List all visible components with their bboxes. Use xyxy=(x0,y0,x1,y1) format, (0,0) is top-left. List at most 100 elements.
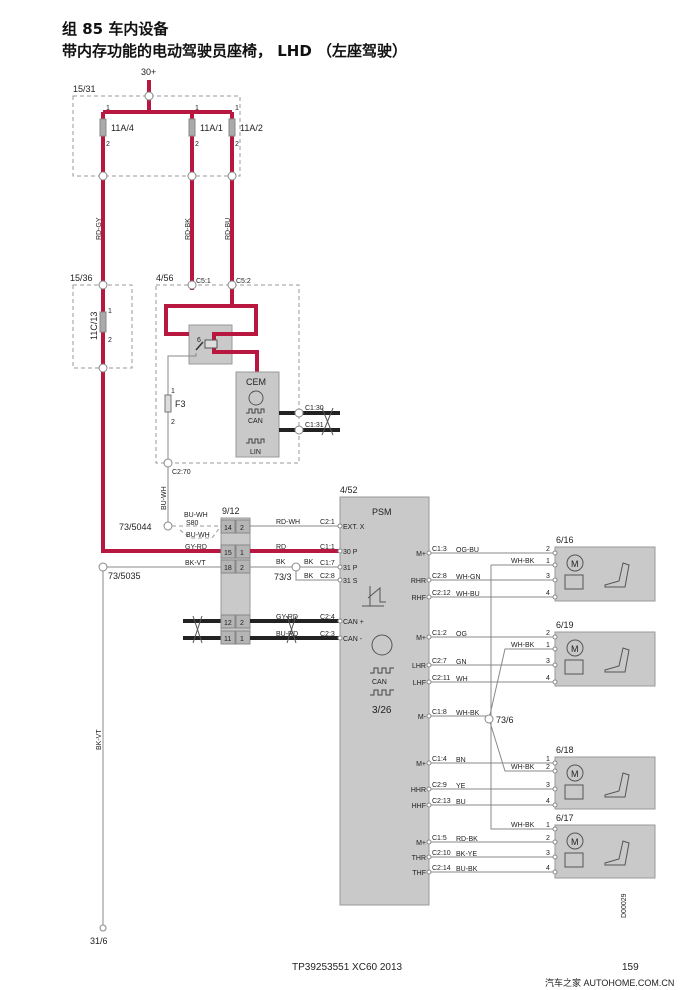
document-id: D00029 xyxy=(621,893,628,918)
connector-label: C1:31 xyxy=(305,422,324,429)
connector-point xyxy=(294,408,304,418)
psm-pin xyxy=(426,662,432,668)
motor-pin xyxy=(552,594,558,600)
connector-label: C1:8 xyxy=(432,709,447,716)
psm-pin-label: 31 P xyxy=(343,565,358,572)
supply-label: 30+ xyxy=(141,67,156,77)
connector-label: C5:2 xyxy=(236,278,251,285)
wire-label: WH-BK xyxy=(456,710,480,717)
motor-icon xyxy=(566,764,584,782)
can-bus-psm xyxy=(250,619,340,640)
motor-symbol: M xyxy=(571,644,579,654)
pin-label: 2 xyxy=(235,141,239,148)
hall-sensor-icon xyxy=(564,574,584,590)
wire-label: RD-BU xyxy=(225,218,232,240)
diagram-group-title: 组 85 车内设备 xyxy=(62,20,169,38)
psm-pin xyxy=(426,634,432,640)
terminal-cell xyxy=(220,544,236,559)
pin-label: 4 xyxy=(546,865,550,872)
optional-wire xyxy=(172,525,222,539)
wire-label: GY-RD xyxy=(276,614,298,621)
psm-pin xyxy=(426,594,432,600)
wire-label: WH-GN xyxy=(456,574,481,581)
psm-pin xyxy=(337,548,343,554)
motor-ref: 6/17 xyxy=(556,813,574,823)
wire-label: BU-WH xyxy=(184,512,208,519)
seat-motor-6-18 xyxy=(554,756,656,810)
psm-can-label: CAN xyxy=(372,679,387,686)
connector-point xyxy=(227,280,237,290)
fuse-icon xyxy=(99,118,107,137)
connector-point xyxy=(294,425,304,435)
pin-label: 1 xyxy=(195,105,199,112)
motor-symbol: M xyxy=(571,837,579,847)
fuse-f3-label: F3 xyxy=(175,399,186,409)
motor-pin xyxy=(552,550,558,556)
wire-label: RD-GY xyxy=(96,217,103,240)
psm-pin-label: 31 S xyxy=(343,578,358,585)
wire-label: YE xyxy=(456,783,466,790)
fuse-11c-13 xyxy=(99,311,107,333)
psm-pin-label: M+ xyxy=(416,551,426,558)
pin-label: 3 xyxy=(546,658,550,665)
psm-pin-label: CAN - xyxy=(343,636,363,643)
transistor-icon xyxy=(371,634,393,656)
wire-label: WH-BK xyxy=(511,558,535,565)
can-signal-icon xyxy=(246,408,265,414)
wire-label: OG-BU xyxy=(456,547,479,554)
wire-label: WH-BK xyxy=(511,822,535,829)
twisted-pair-icon xyxy=(192,615,203,644)
pin-label: 2 xyxy=(195,141,199,148)
wire-label: BK-VT xyxy=(185,560,206,567)
splice-73-3 xyxy=(291,562,301,572)
motor-pin xyxy=(552,768,558,774)
wire-label: BK xyxy=(304,573,314,580)
psm-pin xyxy=(337,635,343,641)
connector-label: C1:7 xyxy=(320,560,335,567)
terminal-pin: 14 xyxy=(224,525,232,532)
motor-pin xyxy=(552,786,558,792)
wire-label: BU-WH xyxy=(186,532,210,539)
cem-can-bus xyxy=(279,411,340,432)
terminal-pin: 11 xyxy=(224,636,231,643)
wire-label: S80 xyxy=(186,520,199,527)
connector-label: C2:4 xyxy=(320,614,335,621)
pin-label: 2 xyxy=(108,337,112,344)
splice-label: 73/5035 xyxy=(108,571,141,581)
hall-sensor-icon xyxy=(564,659,584,675)
psm-pin xyxy=(426,854,432,860)
motor-icon xyxy=(566,639,584,657)
motor-symbol: M xyxy=(571,559,579,569)
pin-label: 1 xyxy=(546,558,550,565)
pin-label: 2 xyxy=(546,630,550,637)
psm-pin-label: HHF xyxy=(412,803,426,810)
seat-icon xyxy=(604,647,630,673)
psm-pin xyxy=(337,618,343,624)
psm-pin xyxy=(337,523,343,529)
pin-label: 1 xyxy=(546,822,550,829)
psm-pin xyxy=(426,577,432,583)
wire-label: RD-WH xyxy=(276,519,300,526)
wire-label: WH-BU xyxy=(456,591,480,598)
psm-pin xyxy=(426,550,432,556)
splice-label: 73/3 xyxy=(274,572,292,582)
connector-label: C1:5 xyxy=(432,835,447,842)
connector-label: C2:3 xyxy=(320,631,335,638)
lin-signal-icon xyxy=(246,438,265,444)
pin-label: 2 xyxy=(546,835,550,842)
relay-coil-icon xyxy=(204,339,218,349)
pin-label: 4 xyxy=(546,590,550,597)
psm-pin-label: M- xyxy=(418,714,427,721)
motor-pin xyxy=(552,562,558,568)
motor-pin xyxy=(552,802,558,808)
terminal-pin: 15 xyxy=(224,550,232,557)
ground-wire xyxy=(488,564,555,830)
psm-pin-label: M+ xyxy=(416,840,426,847)
pin-label: 1 xyxy=(546,642,550,649)
connector-label: C2:10 xyxy=(432,850,451,857)
wire-label: BK xyxy=(276,559,286,566)
connector-point xyxy=(163,458,173,468)
motor-pin xyxy=(552,662,558,668)
pin-label: 1 xyxy=(171,388,175,395)
